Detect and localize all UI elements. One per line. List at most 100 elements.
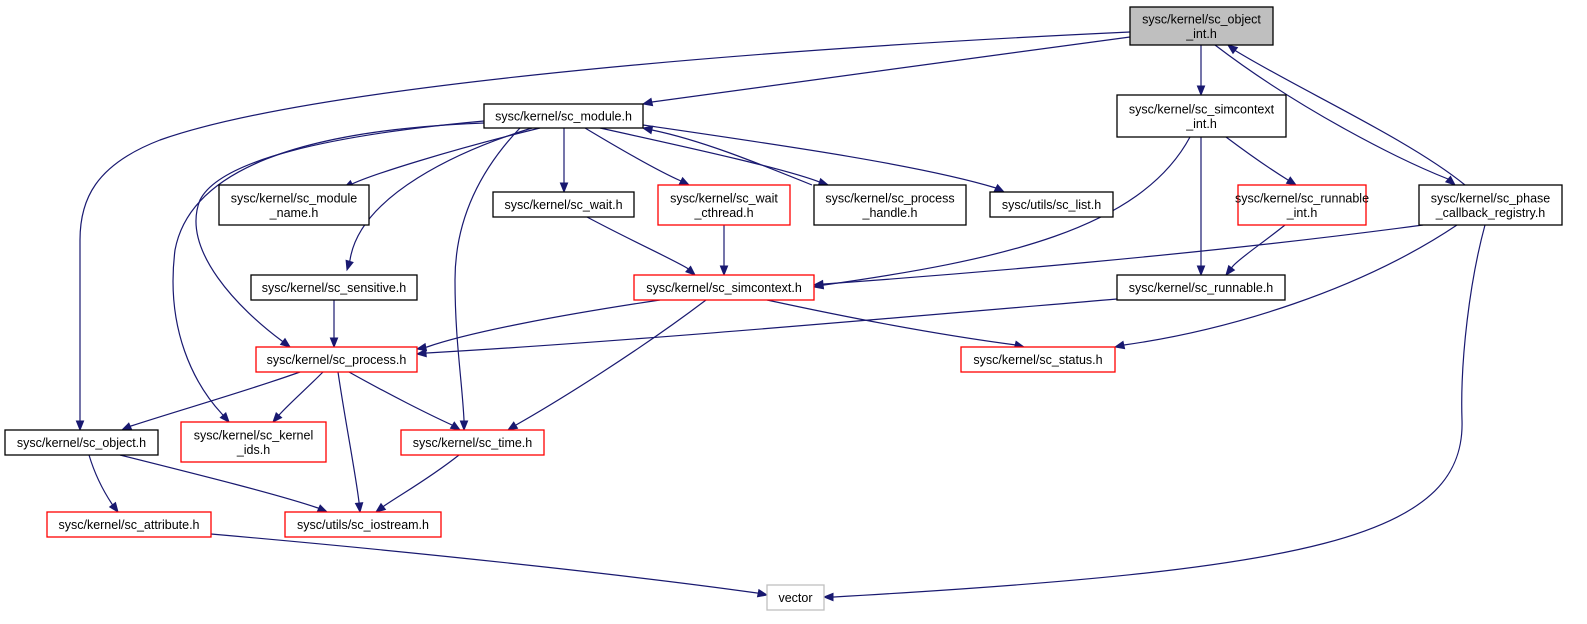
node-label: vector (778, 591, 812, 605)
edge-simcontext_int-to-runnable (1196, 137, 1206, 277)
edge-line (1234, 49, 1466, 186)
edge-object-to-attribute (88, 454, 119, 514)
node-iostream[interactable]: sysc/utils/sc_iostream.h (284, 511, 442, 538)
edge-process-to-iostream (337, 371, 364, 514)
edge-line (1225, 136, 1289, 181)
edge-line (119, 454, 320, 509)
arrowhead (459, 420, 469, 432)
node-label: _int.h (1185, 117, 1217, 131)
node-kernel-ids[interactable]: sysc/kernel/sc_kernel_ids.h (180, 421, 327, 463)
node-box (1237, 184, 1367, 226)
node-wait-cthread[interactable]: sysc/kernel/sc_wait_cthread.h (657, 184, 791, 226)
node-label: sysc/kernel/sc_simcontext (1129, 102, 1275, 116)
arrowhead (1285, 176, 1298, 186)
arrowhead (354, 502, 364, 514)
node-box (1418, 184, 1563, 226)
node-object[interactable]: sysc/kernel/sc_object.h (4, 429, 159, 456)
edge-line (1231, 224, 1286, 269)
arrowhead (415, 348, 427, 358)
arrowhead (272, 412, 283, 424)
node-box (284, 511, 442, 538)
node-label: sysc/kernel/sc_runnable.h (1129, 281, 1274, 295)
node-label: sysc/kernel/sc_process (825, 191, 954, 205)
edge-module-to-sensitive (345, 127, 533, 272)
node-sensitive[interactable]: sysc/kernel/sc_sensitive.h (250, 274, 418, 301)
arrowhead (449, 421, 462, 431)
edge-phase_cb-to-vector (822, 224, 1486, 602)
node-box (255, 346, 418, 373)
edge-module-to-time (454, 127, 521, 432)
arrowhead (219, 412, 230, 424)
node-wait[interactable]: sysc/kernel/sc_wait.h (492, 191, 635, 218)
arrowhead (374, 502, 387, 513)
node-runnable[interactable]: sysc/kernel/sc_runnable.h (1116, 274, 1286, 301)
node-process-handle[interactable]: sysc/kernel/sc_process_handle.h (813, 184, 967, 226)
arrowhead (329, 337, 339, 349)
arrowhead (316, 504, 329, 513)
arrowhead (1196, 265, 1206, 277)
edge-line (337, 371, 360, 504)
edge-module-to-process (195, 120, 485, 348)
node-label: _handle.h (862, 206, 918, 220)
node-module[interactable]: sysc/kernel/sc_module.h (483, 103, 644, 129)
edge-simcontext_int-to-runnable_int (1225, 136, 1298, 186)
node-list[interactable]: sysc/utils/sc_list.h (989, 191, 1114, 218)
node-label: sysc/kernel/sc_runnable (1235, 191, 1369, 205)
node-simcontext-int[interactable]: sysc/kernel/sc_simcontext_int.h (1116, 94, 1287, 138)
arrowhead (120, 422, 133, 431)
arrowhead (559, 182, 569, 194)
edge-line (586, 216, 689, 270)
arrowhead (678, 176, 691, 186)
arrowhead (993, 183, 1006, 193)
node-label: sysc/kernel/sc_time.h (413, 436, 533, 450)
node-layer: sysc/kernel/sc_object_int.h sysc/kernel/s… (4, 6, 1563, 611)
edge-line (129, 371, 301, 427)
edge-simcontext-to-status (766, 299, 1026, 349)
node-object-int[interactable]: sysc/kernel/sc_object_int.h (1129, 6, 1274, 46)
edge-process-to-time (348, 371, 462, 431)
arrowhead (1444, 175, 1457, 186)
node-process[interactable]: sysc/kernel/sc_process.h (255, 346, 418, 373)
arrowhead (1226, 44, 1239, 55)
edge-line (210, 533, 759, 594)
arrowhead (1196, 85, 1206, 97)
arrowhead (1113, 340, 1126, 350)
edge-line (88, 454, 114, 506)
arrowhead (75, 420, 85, 432)
edge-simcontext-to-time (506, 299, 707, 431)
node-label: _cthread.h (693, 206, 753, 220)
node-label: sysc/kernel/sc_status.h (973, 353, 1102, 367)
node-attribute[interactable]: sysc/kernel/sc_attribute.h (46, 511, 212, 538)
node-label: sysc/kernel/sc_sensitive.h (262, 281, 407, 295)
edge-line (349, 127, 533, 262)
edge-module-to-wait (559, 128, 569, 194)
arrowhead (822, 592, 834, 602)
edge-line (822, 136, 1191, 286)
node-box (492, 191, 635, 218)
node-box (46, 511, 212, 538)
edge-object_int-to-simcontext_int (1196, 45, 1206, 97)
node-vector[interactable]: vector (766, 584, 825, 611)
node-label: sysc/kernel/sc_phase (1431, 191, 1551, 205)
edge-process_handle-to-module (641, 125, 813, 186)
node-box (4, 429, 159, 456)
edge-phase_cb-to-object_int (1226, 44, 1466, 186)
node-phase-cb[interactable]: sysc/kernel/sc_phase_callback_registry.h (1418, 184, 1563, 226)
node-label: sysc/kernel/sc_module.h (495, 110, 632, 124)
node-box (657, 184, 791, 226)
node-simcontext[interactable]: sysc/kernel/sc_simcontext.h (633, 274, 815, 301)
node-time[interactable]: sysc/kernel/sc_time.h (400, 429, 545, 456)
arrowhead (756, 588, 769, 598)
node-status[interactable]: sysc/kernel/sc_status.h (960, 346, 1116, 373)
edge-object-to-iostream (119, 454, 329, 513)
node-box (400, 429, 545, 456)
edge-layer (75, 31, 1486, 602)
edge-module-to-module_name (342, 127, 541, 189)
node-module-name[interactable]: sysc/kernel/sc_module_name.h (218, 184, 370, 226)
node-label: sysc/kernel/sc_attribute.h (58, 518, 199, 532)
edge-process-to-kernel_ids (272, 371, 324, 424)
edge-runnable_int-to-runnable (1225, 224, 1286, 277)
edge-line (822, 224, 1424, 285)
edge-line (172, 122, 485, 416)
node-runnable-int[interactable]: sysc/kernel/sc_runnable_int.h (1235, 184, 1369, 226)
